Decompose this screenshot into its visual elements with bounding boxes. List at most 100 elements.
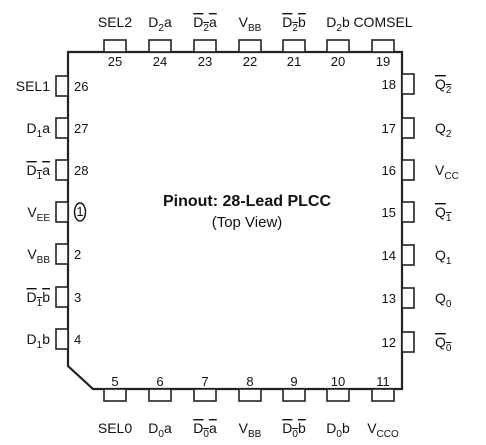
- pin-number: 23: [198, 54, 212, 69]
- pin-number: 19: [376, 54, 390, 69]
- pin1-marker: [73, 202, 87, 222]
- pin-label-2: VBB: [27, 246, 50, 266]
- pin-number: 8: [246, 374, 253, 389]
- pin-label-5: SEL0: [98, 420, 132, 436]
- pin-number: 1: [76, 204, 83, 219]
- pin-label-24: D2a: [148, 14, 172, 34]
- pin-28: 28 D1a: [27, 159, 88, 182]
- pin-pad: [401, 244, 415, 266]
- pin-pad: [401, 117, 415, 139]
- pin-17: 17 Q2: [382, 117, 452, 140]
- pin-label-18: Q2: [435, 76, 452, 96]
- pin-pad: [401, 331, 415, 353]
- pin-label-1: VEE: [27, 204, 50, 224]
- pin-pad: [326, 388, 350, 402]
- pin-number: 21: [287, 54, 301, 69]
- pin-number: 15: [382, 205, 396, 220]
- pin-label-6: D0a: [148, 420, 172, 440]
- pin-label-22: VBB: [239, 14, 262, 34]
- pin-number: 27: [74, 121, 88, 136]
- pinout-subtitle: (Top View): [212, 214, 283, 231]
- pin-number: 26: [74, 79, 88, 94]
- pin-12: 12 Q0: [382, 331, 452, 354]
- pin-pad: [193, 388, 217, 402]
- pin-number: 12: [382, 335, 396, 350]
- pin-label-26: SEL1: [16, 78, 50, 94]
- pinout-title: Pinout: 28-Lead PLCC: [163, 193, 331, 210]
- pin-pad: [401, 159, 415, 181]
- pin-25: 25 SEL2: [98, 14, 132, 69]
- pin-label-27: D1a: [27, 120, 51, 140]
- pin-label-8: VBB: [239, 420, 262, 440]
- pin-number: 24: [153, 54, 167, 69]
- pin-15: 15 Q1: [382, 201, 452, 224]
- pin-pad: [371, 39, 395, 53]
- pin-label-28: D1a: [27, 162, 51, 182]
- pin-label-16: VCC: [435, 162, 459, 182]
- pin-pad: [103, 388, 127, 402]
- pin-number: 17: [382, 121, 396, 136]
- pins-layer: 25SEL224D2a23D2a22VBB21D2b20D2b19COMSEL5…: [16, 14, 459, 440]
- pin-pad: [55, 201, 69, 223]
- pin-pad: [238, 39, 262, 53]
- pin-pad: [55, 243, 69, 265]
- pin-number: 9: [290, 374, 297, 389]
- pin-pad: [326, 39, 350, 53]
- pin-pad: [238, 388, 262, 402]
- pin-label-7: D0a: [193, 420, 217, 440]
- pin-label-13: Q0: [435, 290, 452, 310]
- pin-number: 11: [376, 374, 390, 389]
- pin-label-14: Q1: [435, 247, 452, 267]
- pin-19: 19 COMSEL: [353, 14, 412, 69]
- pin-number: 22: [243, 54, 257, 69]
- pin-label-15: Q1: [435, 204, 452, 224]
- pin-number: 28: [74, 163, 88, 178]
- pin-label-21: D2b: [282, 14, 306, 34]
- pin-pad: [55, 75, 69, 97]
- pin-number: 20: [331, 54, 345, 69]
- pin-label-4: D1b: [27, 331, 51, 351]
- pin-pad: [55, 117, 69, 139]
- pin-label-11: VCCO: [367, 420, 399, 440]
- pin-label-12: Q0: [435, 334, 452, 354]
- pin-label-20: D2b: [326, 14, 350, 34]
- pin-label-3: D1b: [27, 289, 51, 309]
- pin-20: 20 D2b: [326, 14, 350, 69]
- pin-number: 14: [382, 248, 396, 263]
- pin-pad: [148, 388, 172, 402]
- pin-label-17: Q2: [435, 120, 452, 140]
- pin-pad: [401, 201, 415, 223]
- pin-22: 22 VBB: [238, 14, 262, 69]
- pin-number: 25: [108, 54, 122, 69]
- pin-pad: [55, 328, 69, 350]
- pin-2: 2 VBB: [27, 243, 81, 266]
- pin-14: 14 Q1: [382, 244, 452, 267]
- pin-label-25: SEL2: [98, 14, 132, 30]
- pin-label-23: D2a: [193, 14, 217, 34]
- pin-21: 21 D2b: [282, 14, 306, 69]
- pin-26: 26 SEL1: [16, 75, 88, 97]
- pin-1: 1 VEE: [27, 201, 84, 224]
- pin-number: 2: [74, 247, 81, 262]
- pin-27: 27 D1a: [27, 117, 88, 140]
- pin-number: 5: [111, 374, 118, 389]
- pin-24: 24 D2a: [148, 14, 172, 69]
- pin-label-9: D0b: [282, 420, 306, 440]
- pin-number: 16: [382, 163, 396, 178]
- pin-23: 23 D2a: [193, 14, 217, 69]
- pin-pad: [55, 159, 69, 181]
- pin-label-19: COMSEL: [353, 14, 412, 30]
- pin-pad: [55, 286, 69, 308]
- pin-pad: [371, 388, 395, 402]
- pin-pad: [193, 39, 217, 53]
